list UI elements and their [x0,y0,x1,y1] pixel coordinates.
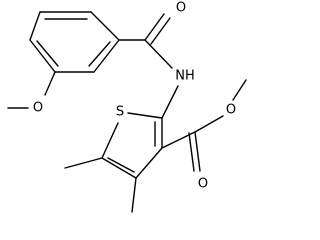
bond-carbonyl-double-1 [144,13,165,41]
bond-carbonyl-double-2 [150,17,171,45]
thiophene-ring [101,112,163,179]
bond [135,147,163,179]
benzene-ring [29,11,120,73]
bond-ester-o [194,115,224,133]
chemical-structure-diagram: O O NH S O O [7,1,247,213]
atom-sulfur: S [116,105,124,120]
atom-oxygen-ester-carbonyl: O [198,177,208,192]
bond-methyl-4 [131,177,137,213]
bond-ester-double-2 [188,132,195,172]
atom-oxygen-methoxy: O [33,101,43,116]
bond-n-thiophene [161,85,179,119]
molecule-drawing: O O NH S O O [7,1,247,213]
bond-o-methyl-ester [232,79,247,101]
atom-oxygen-ester: O [226,103,236,118]
double-bond-inner [88,41,111,67]
bond [29,39,56,73]
bond-ester-double-1 [194,131,201,172]
bond [29,11,41,41]
bond-carbonyl-n [144,39,173,69]
atom-oxygen-carbonyl: O [176,1,186,16]
bond-methyl-5 [64,157,103,169]
bond [101,157,137,179]
bond [90,11,120,41]
bond [93,39,120,73]
bond-ring-methoxy [44,71,56,96]
double-bond-inner [107,157,135,173]
bond [127,112,163,119]
atom-nitrogen-nh: NH [175,69,195,84]
bond [101,122,119,159]
double-bond-inner [36,40,59,67]
